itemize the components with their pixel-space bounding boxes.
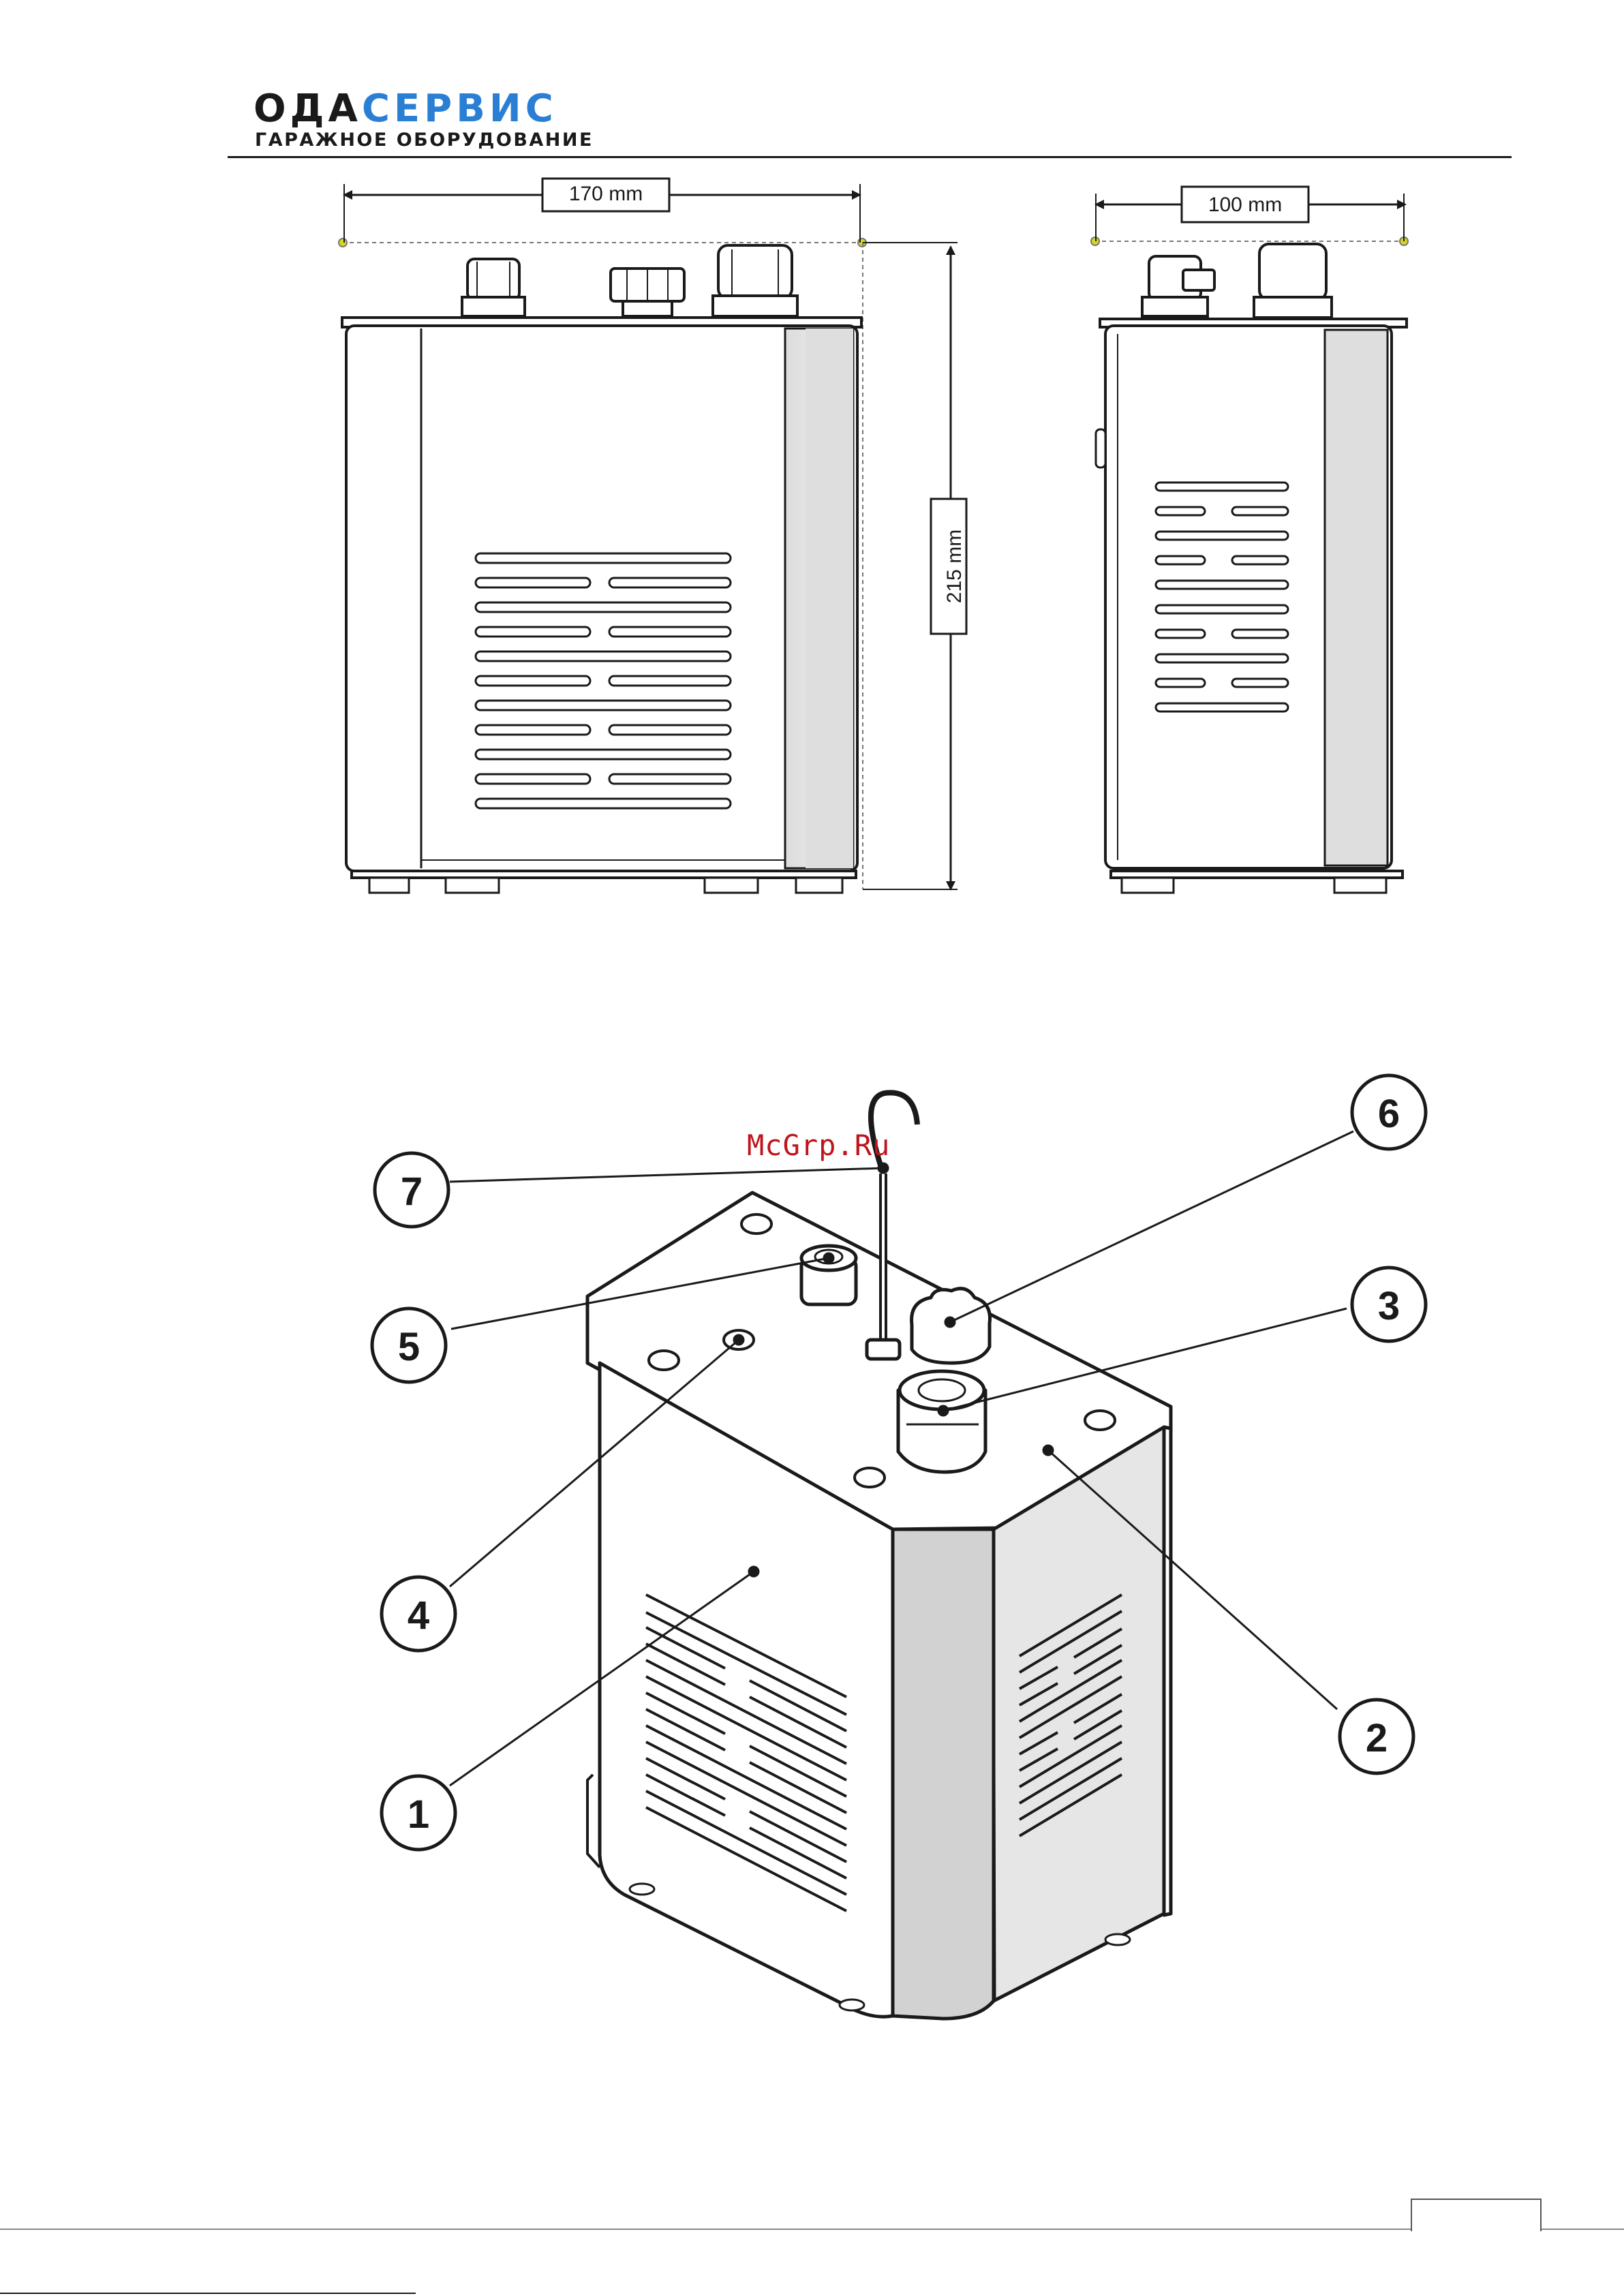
dimension-height-label: 215 mm [943,530,966,603]
callout-label-7: 7 [401,1169,423,1214]
side-view [1091,187,1408,893]
page-number-tab [1411,2199,1542,2231]
dimension-depth-label: 100 mm [1208,194,1282,216]
dimension-width-label: 170 mm [569,183,643,205]
callout-label-6: 6 [1378,1092,1400,1136]
watermark-text: McGrp.Ru [747,1129,890,1162]
footer-divider [0,2229,1624,2230]
callout-label-3: 3 [1378,1284,1400,1328]
footnote-divider [0,2293,416,2294]
callout-label-1: 1 [408,1792,429,1837]
gland-3 [898,1371,985,1472]
isometric-view [587,1092,1171,2019]
front-view [339,179,966,893]
callout-label-2: 2 [1366,1716,1388,1760]
callout-label-4: 4 [408,1593,429,1638]
callout-label-5: 5 [398,1325,420,1369]
front-fill-cap [611,269,684,316]
front-gland-right [713,245,797,316]
front-gland-left [462,259,525,316]
